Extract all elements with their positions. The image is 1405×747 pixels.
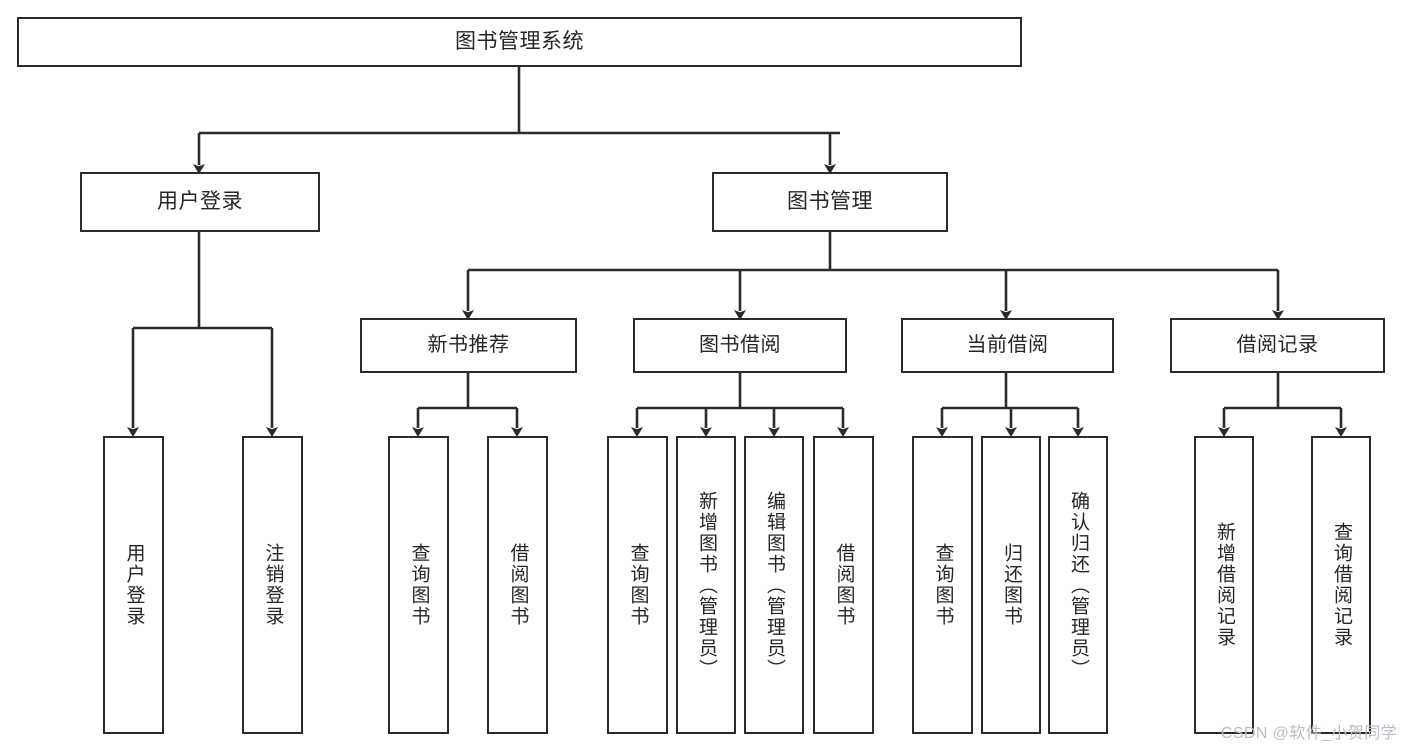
node-label: 查询图书 <box>627 543 649 627</box>
leaf-return-book[interactable]: 归还图书 <box>981 436 1041 734</box>
node-label: 借阅图书 <box>833 543 855 627</box>
node-book-borrow[interactable]: 图书借阅 <box>633 318 847 373</box>
node-book-management[interactable]: 图书管理 <box>712 172 948 232</box>
leaf-edit-book-admin[interactable]: 编辑图书（管理员） <box>744 436 804 734</box>
node-label: 确认归还（管理员） <box>1067 490 1089 680</box>
node-label: 归还图书 <box>1000 543 1022 627</box>
node-label: 查询借阅记录 <box>1330 522 1352 648</box>
node-root-system[interactable]: 图书管理系统 <box>17 17 1022 67</box>
node-label: 当前借阅 <box>966 333 1049 356</box>
leaf-query-book-borrow[interactable]: 查询图书 <box>607 436 668 734</box>
node-label: 图书管理系统 <box>455 29 584 53</box>
leaf-add-book-admin[interactable]: 新增图书（管理员） <box>676 436 736 734</box>
node-label: 查询图书 <box>408 543 430 627</box>
node-label: 借阅记录 <box>1236 333 1319 356</box>
node-label: 注销登录 <box>262 543 284 627</box>
node-user-login[interactable]: 用户登录 <box>80 172 320 232</box>
leaf-confirm-return-admin[interactable]: 确认归还（管理员） <box>1048 436 1108 734</box>
node-label: 借阅图书 <box>507 543 529 627</box>
leaf-borrow-book-recommend[interactable]: 借阅图书 <box>487 436 548 734</box>
node-label: 新书推荐 <box>427 333 510 356</box>
leaf-user-login[interactable]: 用户登录 <box>103 436 164 734</box>
node-label: 用户登录 <box>157 189 243 213</box>
node-label: 新增图书（管理员） <box>695 490 717 680</box>
node-borrow-record[interactable]: 借阅记录 <box>1170 318 1385 373</box>
leaf-add-borrow-record[interactable]: 新增借阅记录 <box>1194 436 1254 734</box>
leaf-borrow-book[interactable]: 借阅图书 <box>813 436 874 734</box>
leaf-logout[interactable]: 注销登录 <box>242 436 303 734</box>
node-current-borrow[interactable]: 当前借阅 <box>901 318 1114 373</box>
watermark-text: CSDN @软件_小贺同学 <box>1220 725 1397 742</box>
leaf-query-book-current[interactable]: 查询图书 <box>912 436 973 734</box>
leaf-query-borrow-record[interactable]: 查询借阅记录 <box>1311 436 1371 734</box>
node-label: 图书管理 <box>787 189 873 213</box>
node-label: 图书借阅 <box>699 333 781 356</box>
node-label: 查询图书 <box>932 543 954 627</box>
leaf-query-book-recommend[interactable]: 查询图书 <box>388 436 449 734</box>
node-label: 编辑图书（管理员） <box>763 490 785 680</box>
node-label: 用户登录 <box>123 543 145 627</box>
node-label: 新增借阅记录 <box>1213 522 1235 648</box>
node-new-book-recommend[interactable]: 新书推荐 <box>360 318 577 373</box>
